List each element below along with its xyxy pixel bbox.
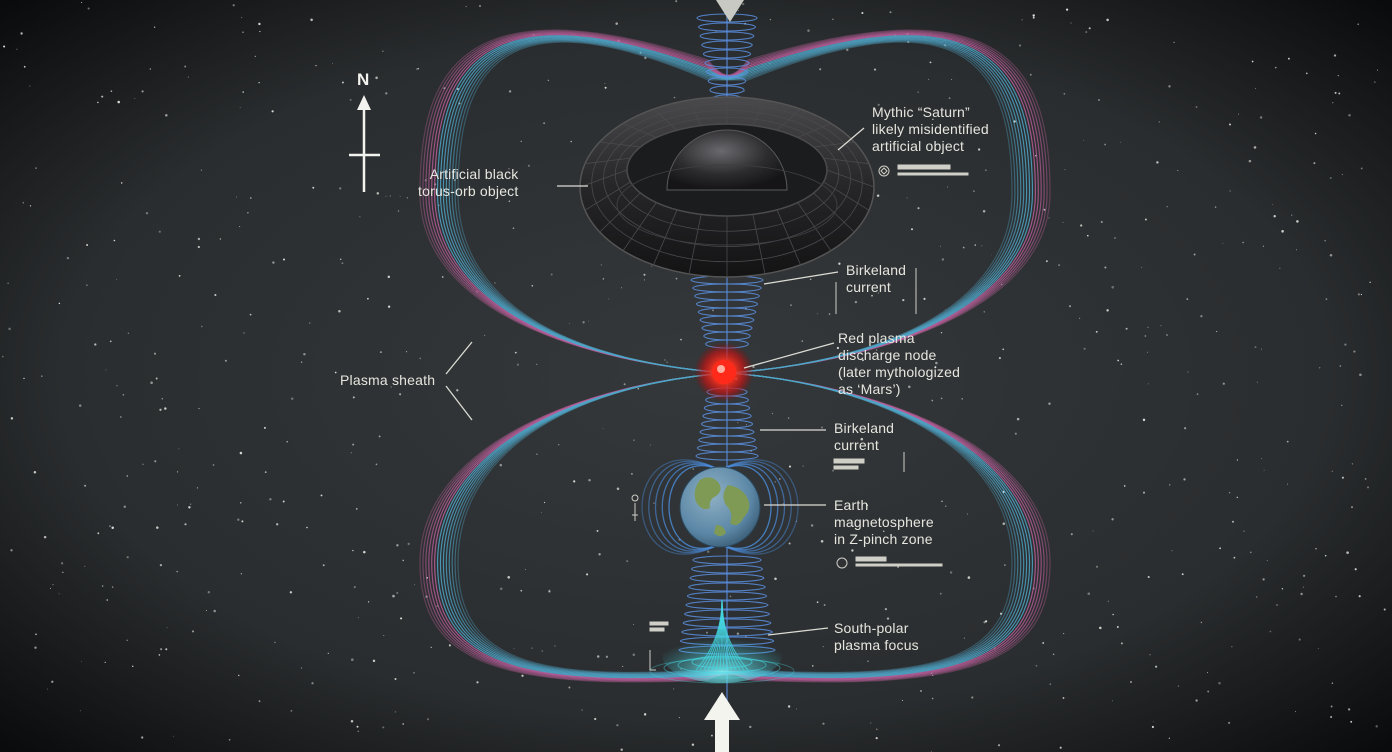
torus-label: Artificial black torus-orb object [418, 166, 518, 200]
earth-magnetosphere [641, 459, 799, 555]
central-orb [666, 129, 788, 191]
birkeland-lower-line-1: Birkeland [834, 420, 895, 436]
earth-label-line-1: Earth [834, 497, 869, 513]
decorative-marks [631, 164, 969, 671]
birkeland-lower-label: Birkeland current [834, 420, 894, 454]
torus-orb-object [579, 96, 875, 278]
birkeland-upper-line-1: Birkeland [846, 262, 907, 278]
saturn-label-line-2: likely misidentified [872, 121, 989, 137]
south-polar-line-1: South-polar [834, 620, 909, 636]
red-node-line-3: (later mythologized [838, 364, 961, 380]
earth-label: Earth magnetosphere in Z-pinch zone [834, 497, 934, 548]
red-node-line-4: as ‘Mars’) [838, 381, 901, 397]
earth-label-line-2: magnetosphere [834, 514, 934, 530]
saturn-label-line-3: artificial object [872, 138, 965, 154]
red-node-label: Red plasma discharge node (later mytholo… [838, 330, 960, 398]
birkeland-upper-label: Birkeland current [846, 262, 906, 296]
bottom-arrow [704, 692, 740, 752]
saturn-label-line-1: Mythic “Saturn” [872, 104, 970, 120]
south-polar-label: South-polar plasma focus [834, 620, 919, 654]
south-polar-focus [649, 599, 795, 684]
south-polar-line-2: plasma focus [834, 637, 919, 653]
compass-north-label: N [357, 70, 370, 89]
top-arrow [716, 0, 744, 22]
compass-north-arrow [349, 95, 380, 192]
plasma-sheath-label: Plasma sheath [340, 372, 436, 388]
birkeland-upper-line-2: current [846, 279, 891, 295]
torus-label-line-2: torus-orb object [418, 183, 519, 199]
birkeland-lower-line-2: current [834, 437, 879, 453]
red-plasma-node [694, 342, 754, 402]
red-node-line-1: Red plasma [838, 330, 915, 346]
saturn-label: Mythic “Saturn” likely misidentified art… [872, 104, 989, 155]
torus-label-line-1: Artificial black [429, 166, 519, 182]
earth-label-line-3: in Z-pinch zone [834, 531, 933, 547]
leader-lines [445, 127, 865, 636]
red-node-line-2: discharge node [838, 347, 937, 363]
